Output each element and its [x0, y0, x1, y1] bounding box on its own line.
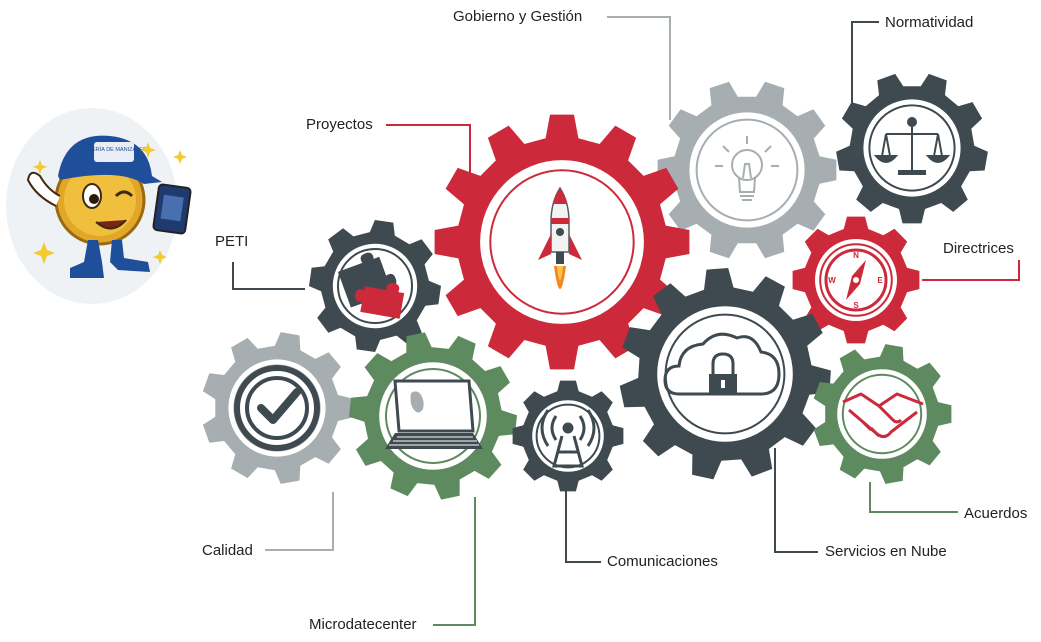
mascot-avatar: LOTERÍA DE MANIZALES: [6, 108, 192, 304]
lightbulb-icon: [715, 136, 779, 201]
handshake-icon: [842, 392, 924, 439]
gear-directrices-ring: [819, 243, 893, 317]
gear-gobierno-face: [689, 112, 805, 228]
label-directrices: Directrices: [943, 240, 1014, 257]
connector-acuerdos: [869, 482, 958, 513]
rocket-icon: [538, 186, 582, 289]
svg-text:N: N: [853, 251, 859, 260]
mascot-cap-text: LOTERÍA DE MANIZALES: [81, 146, 146, 153]
connector-comunicaciones: [565, 491, 601, 563]
gear-acuerdos-ring: [841, 373, 923, 455]
cloud-lock-icon: [663, 332, 781, 396]
laptop-icon: [385, 379, 483, 449]
label-proyectos: Proyectos: [306, 116, 373, 133]
connector-directrices: [922, 260, 1020, 281]
gear-peti-ring: [337, 248, 413, 324]
compass-icon: N S W E: [824, 248, 888, 312]
connector-peti: [232, 262, 305, 290]
gear-comunicaciones-face: [532, 400, 604, 472]
gear-acuerdos: [813, 344, 952, 484]
connector-servicios: [774, 448, 818, 553]
label-microdatacenter: Microdatecenter: [309, 616, 417, 633]
gear-gobierno: [657, 81, 837, 259]
antenna-icon: [540, 409, 596, 468]
label-servicios-en-nube: Servicios en Nube: [825, 543, 947, 560]
gear-gobierno-ring: [695, 118, 799, 222]
gear-comunicaciones: [512, 380, 624, 492]
gear-microdatacenter-ring: [385, 368, 481, 464]
svg-text:S: S: [853, 301, 859, 310]
svg-text:E: E: [877, 276, 883, 285]
balance-scale-icon: [873, 117, 951, 175]
label-normatividad: Normatividad: [885, 14, 974, 31]
label-peti: PETI: [215, 233, 249, 250]
label-gobierno-y-gestion: Gobierno y Gestión: [453, 8, 583, 25]
connector-normatividad: [851, 21, 879, 103]
gear-calidad-face: [228, 359, 326, 457]
label-comunicaciones: Comunicaciones: [607, 553, 718, 570]
label-acuerdos: Acuerdos: [964, 505, 1028, 522]
gear-acuerdos-face: [837, 369, 927, 459]
svg-text:W: W: [828, 276, 836, 285]
gear-calidad: [202, 332, 353, 484]
gear-proyectos-ring: [489, 169, 635, 315]
connector-microdatacenter: [433, 497, 476, 626]
coin-mascot-image: LOTERÍA DE MANIZALES: [26, 135, 192, 278]
connector-calidad: [265, 492, 334, 551]
connector-proyectos: [386, 124, 471, 193]
gear-servicios: [619, 268, 831, 480]
gear-normatividad-ring: [868, 104, 956, 192]
puzzle-icon: [337, 252, 405, 319]
connector-gobierno: [607, 16, 671, 120]
checkmark-icon: [234, 365, 320, 451]
label-calidad: Calidad: [202, 542, 253, 559]
